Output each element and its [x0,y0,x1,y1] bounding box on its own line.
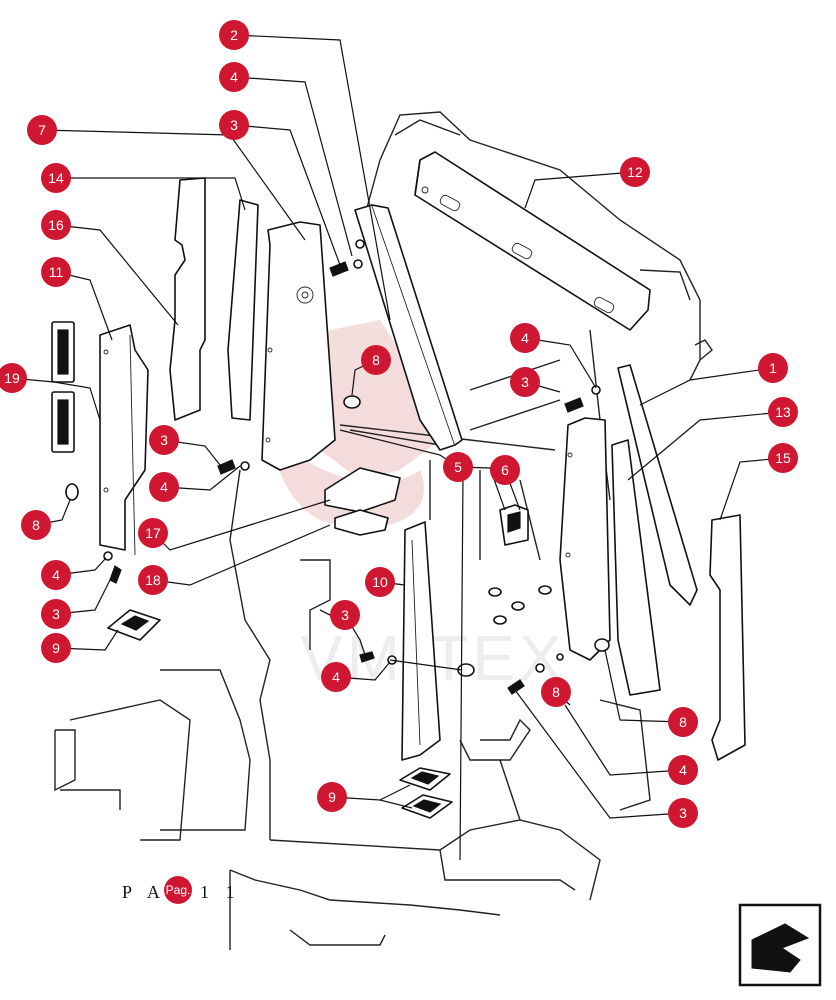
callout-4-top[interactable]: 4 [219,62,249,92]
svg-text:1 1: 1 1 [200,882,241,902]
svg-text:10: 10 [372,574,388,590]
svg-text:Pag.: Pag. [166,883,191,897]
footer-reference: P A Pag. 1 1 [122,876,241,904]
callout-4-left-mid[interactable]: 4 [149,472,179,502]
part-15-trim-panel [709,514,746,761]
callout-3-right-low[interactable]: 3 [668,798,698,828]
right-pillar-cover [559,417,611,661]
svg-text:12: 12 [627,164,643,180]
part-16-trim-panel [169,177,206,421]
callout-3-left-low[interactable]: 3 [41,599,71,629]
svg-text:18: 18 [145,572,161,588]
callout-15[interactable]: 15 [768,443,798,473]
callout-4-left-low[interactable]: 4 [41,560,71,590]
part-9-foot-right-a [399,767,451,791]
svg-text:2: 2 [230,27,238,43]
callout-6[interactable]: 6 [490,455,520,485]
callout-16[interactable]: 16 [41,210,71,240]
svg-text:6: 6 [501,462,509,478]
fastener-studs [65,395,610,677]
svg-text:3: 3 [679,805,687,821]
callout-8-right[interactable]: 8 [668,707,698,737]
callout-13[interactable]: 13 [768,397,798,427]
svg-text:8: 8 [372,352,380,368]
svg-text:4: 4 [521,330,529,346]
callout-10[interactable]: 10 [365,567,395,597]
callout-3-left-mid[interactable]: 3 [149,425,179,455]
callout-4-center[interactable]: 4 [321,662,351,692]
callout-9-bottom[interactable]: 9 [317,782,347,812]
part-14-seal-strip [227,199,259,421]
svg-text:3: 3 [521,374,529,390]
svg-text:8: 8 [552,684,560,700]
svg-text:3: 3 [52,606,60,622]
callout-3-right-upper[interactable]: 3 [510,367,540,397]
svg-text:7: 7 [38,122,46,138]
svg-text:14: 14 [48,170,64,186]
fastener-screws [103,239,601,695]
part-6-clip [499,504,529,546]
part-17-block [324,467,401,513]
page-reference-badge[interactable] [164,876,192,904]
part-12-cross-bracket [414,151,651,331]
callout-8-upper[interactable]: 8 [361,345,391,375]
part-13-strip [611,439,661,696]
callout-8-left[interactable]: 8 [21,510,51,540]
part-19-vent-grille [51,321,75,453]
svg-text:11: 11 [49,264,64,280]
svg-text:3: 3 [341,607,349,623]
callout-12[interactable]: 12 [620,157,650,187]
svg-text:16: 16 [48,217,64,233]
callout-11[interactable]: 11 [41,257,71,287]
svg-text:8: 8 [32,517,40,533]
part-10-channel-trim [401,521,441,761]
callout-5[interactable]: 5 [443,452,473,482]
callout-19[interactable]: 19 [0,363,27,393]
svg-text:9: 9 [328,789,336,805]
svg-text:15: 15 [775,450,791,466]
part-9-foot-left [107,609,161,641]
callout-8-right-mid[interactable]: 8 [541,677,571,707]
svg-text:17: 17 [145,525,161,541]
part-11-side-panel [99,324,149,556]
part-7-pillar-cover [261,221,336,471]
svg-text:8: 8 [679,714,687,730]
callout-4-right-upper[interactable]: 4 [510,323,540,353]
svg-text:3: 3 [230,117,238,133]
part-1-long-trim [617,364,698,606]
callout-18[interactable]: 18 [138,565,168,595]
callout-1[interactable]: 1 [758,353,788,383]
callout-4-right-low[interactable]: 4 [668,755,698,785]
part-9-foot-right-b [401,794,453,819]
svg-text:1: 1 [769,360,777,376]
svg-text:4: 4 [52,567,60,583]
arrow-exit-icon[interactable] [738,903,822,987]
callout-9-left[interactable]: 9 [41,633,71,663]
part-18-pad [334,509,389,536]
svg-text:4: 4 [332,669,340,685]
svg-text:5: 5 [454,459,462,475]
callout-14[interactable]: 14 [41,163,71,193]
callout-7[interactable]: 7 [27,115,57,145]
svg-text:P A: P A [122,882,166,902]
svg-text:4: 4 [230,69,238,85]
svg-text:4: 4 [679,762,687,778]
svg-text:3: 3 [160,432,168,448]
callout-3-top[interactable]: 3 [219,110,249,140]
svg-text:4: 4 [160,479,168,495]
svg-text:9: 9 [52,640,60,656]
callout-2[interactable]: 2 [219,20,249,50]
svg-text:13: 13 [775,404,791,420]
svg-text:19: 19 [4,370,20,386]
callout-3-center[interactable]: 3 [330,600,360,630]
callout-17[interactable]: 17 [138,518,168,548]
